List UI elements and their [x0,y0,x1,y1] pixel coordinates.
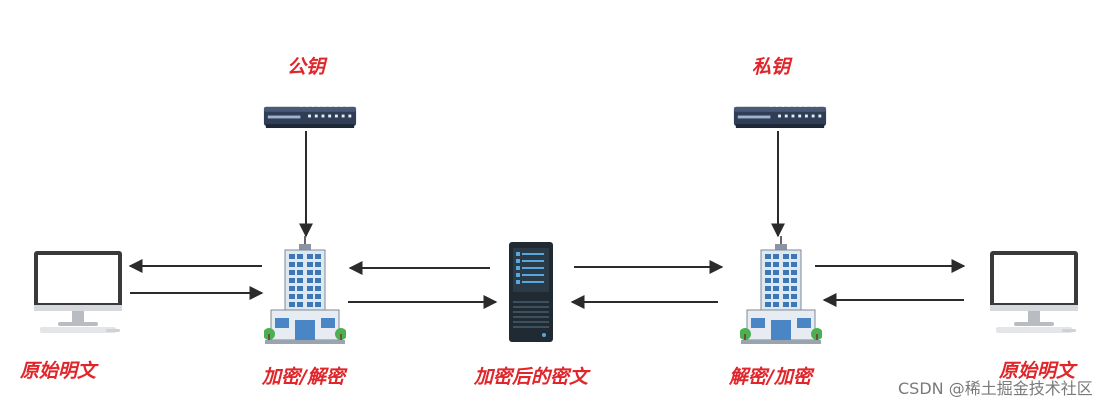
server-icon [509,242,553,342]
watermark: CSDN @稀土掘金技术社区 [898,379,1093,398]
right-computer-icon [990,251,1078,333]
private-key-label: 私钥 [752,56,791,78]
server-label: 加密后的密文 [474,366,589,388]
private-key-router-icon [733,102,827,129]
left-computer-icon [34,251,122,333]
right-plaintext-label: 原始明文 [999,360,1076,382]
public-key-router-icon [263,102,357,129]
left-building-label: 加密/解密 [262,366,345,388]
left-plaintext-label: 原始明文 [20,360,97,382]
right-building-icon [740,236,822,345]
left-building-icon [264,236,346,345]
public-key-label: 公钥 [287,56,326,78]
right-building-label: 解密/加密 [729,366,812,388]
